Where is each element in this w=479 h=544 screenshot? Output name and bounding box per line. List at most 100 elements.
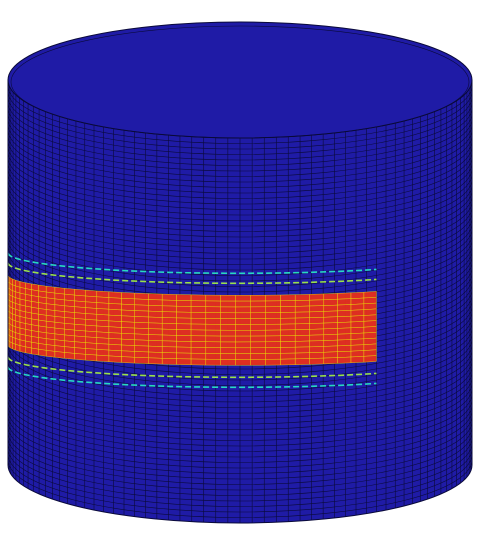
hot-cell xyxy=(85,307,98,315)
hot-cell xyxy=(96,354,110,362)
hot-cell xyxy=(220,347,236,354)
mesh-ring-line xyxy=(8,189,472,249)
hot-cell xyxy=(85,313,98,321)
mesh-ring-line xyxy=(8,382,472,441)
mesh-ring-line xyxy=(8,442,472,502)
hot-cell xyxy=(220,300,236,308)
hot-cell xyxy=(295,317,310,325)
mesh-ring-line xyxy=(8,415,472,474)
hot-cell xyxy=(309,322,324,330)
hot-cell xyxy=(323,298,338,306)
hot-cell xyxy=(134,316,149,324)
hot-cell xyxy=(148,310,163,318)
hot-cell xyxy=(250,329,266,337)
hot-cell xyxy=(205,306,221,313)
hot-cell xyxy=(85,348,98,356)
hot-cell xyxy=(85,354,98,362)
band-fringe-bottom-inner xyxy=(8,356,377,379)
mesh-ring-line xyxy=(8,371,472,430)
mesh-ring-line xyxy=(8,112,472,172)
mesh-ring-line xyxy=(8,173,472,232)
mesh-ring-line xyxy=(8,365,472,425)
hot-cell xyxy=(108,291,122,299)
hot-cell xyxy=(121,333,135,341)
band-fringe-top-inner xyxy=(8,262,377,285)
hot-cell xyxy=(121,303,135,311)
hot-cell xyxy=(265,312,281,319)
hot-cell xyxy=(323,328,338,336)
hot-cell xyxy=(176,340,192,348)
hot-cell xyxy=(190,358,207,366)
hot-cell xyxy=(309,340,324,348)
hot-cell xyxy=(280,294,296,302)
hot-cell xyxy=(295,340,310,348)
hot-cell xyxy=(85,289,98,298)
hot-cell xyxy=(205,358,221,366)
hot-cell xyxy=(205,335,221,343)
hot-cell xyxy=(363,308,377,316)
hot-cell xyxy=(38,348,47,357)
band-fringe-top xyxy=(8,252,377,275)
hot-cell xyxy=(121,344,135,352)
mesh-ring-line xyxy=(8,437,472,496)
mesh-ring-line xyxy=(8,90,472,150)
hot-cell xyxy=(74,335,86,343)
hot-cell xyxy=(148,299,163,307)
hot-cell xyxy=(250,294,266,302)
hot-cell xyxy=(350,326,365,334)
hot-cell xyxy=(134,333,149,341)
hot-cell xyxy=(176,300,192,307)
hot-cell xyxy=(134,327,149,335)
hot-cell xyxy=(295,334,310,342)
hot-cell xyxy=(64,352,75,360)
hot-cell xyxy=(250,353,266,360)
hot-cell xyxy=(64,299,75,307)
mesh-ring-line xyxy=(8,448,472,507)
hot-cell xyxy=(108,308,122,317)
hot-cell xyxy=(190,335,207,342)
mesh-ring-line xyxy=(8,134,472,194)
hot-cell xyxy=(205,329,221,337)
hot-cell xyxy=(134,339,149,347)
hot-cell xyxy=(74,288,86,297)
hot-cell xyxy=(337,310,352,317)
hot-cell xyxy=(205,353,221,360)
mesh-ring-line xyxy=(8,360,472,419)
hot-cell xyxy=(295,352,310,360)
hot-cell xyxy=(161,328,177,336)
hot-cell xyxy=(64,317,75,325)
hot-cell xyxy=(190,352,207,360)
hot-cell xyxy=(250,341,266,349)
hot-cell xyxy=(148,293,163,301)
hot-cell xyxy=(350,338,365,346)
mesh-ring-line xyxy=(8,217,472,276)
hot-cell xyxy=(176,329,192,336)
hot-cell xyxy=(309,334,324,342)
hot-cell xyxy=(205,312,221,319)
hot-cell xyxy=(121,327,135,335)
hot-cell xyxy=(323,322,338,330)
hot-cell xyxy=(161,340,177,348)
hot-cell xyxy=(161,346,177,354)
mesh-ring-line xyxy=(8,200,472,260)
hot-cell xyxy=(176,323,192,331)
hot-cell xyxy=(323,310,338,318)
hot-cell xyxy=(235,330,251,337)
hot-cell xyxy=(295,311,310,319)
hot-cell xyxy=(148,340,163,347)
hot-cell xyxy=(309,299,324,307)
hot-cell xyxy=(250,324,266,331)
hot-cell xyxy=(235,318,251,325)
hot-cell xyxy=(161,299,177,307)
hot-cell xyxy=(190,300,207,307)
hot-cell xyxy=(250,335,266,343)
hot-cell xyxy=(235,341,251,348)
hot-cell xyxy=(96,314,110,322)
hot-cell xyxy=(54,351,65,359)
hot-cell xyxy=(280,300,296,307)
hot-cell xyxy=(323,339,338,347)
hot-cell xyxy=(309,311,324,318)
hot-cell xyxy=(176,335,192,342)
hot-cell xyxy=(295,305,310,313)
